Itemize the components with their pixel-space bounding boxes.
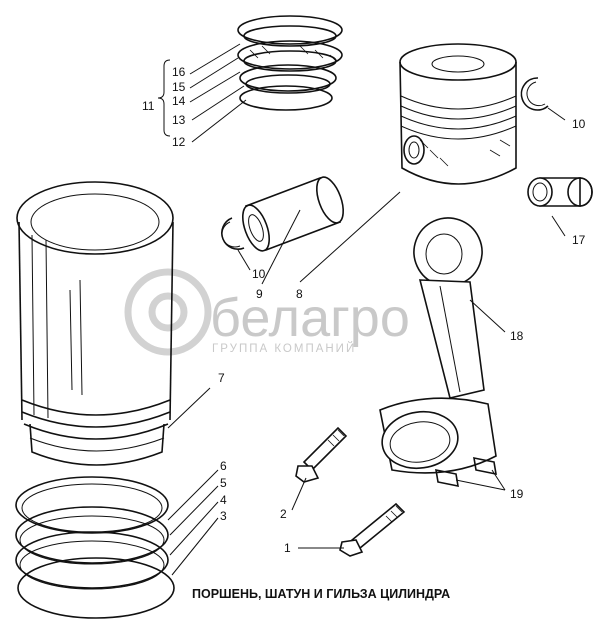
- callout-19: 19: [510, 487, 524, 501]
- callout-1: 1: [284, 541, 291, 555]
- circlip-left: [221, 217, 245, 250]
- callout-9: 9: [256, 287, 263, 301]
- connecting-rod: [379, 217, 497, 488]
- callout-10-right: 10: [572, 117, 586, 131]
- liner-sealing-rings: [15, 476, 175, 619]
- callout-12: 12: [172, 135, 186, 149]
- small-end-bushing: [527, 177, 593, 207]
- leader-lines: [167, 43, 566, 576]
- drawing-caption: ПОРШЕНЬ, ШАТУН И ГИЛЬЗА ЦИЛИНДРА: [192, 587, 450, 601]
- ring-set-bracket: [157, 59, 171, 137]
- callout-13: 13: [172, 113, 186, 127]
- watermark: белагро ГРУППА КОМПАНИЙ: [124, 268, 410, 356]
- callout-2: 2: [280, 507, 287, 521]
- piston-ring-set: [237, 15, 343, 111]
- callout-15: 15: [172, 80, 186, 94]
- callout-10-left: 10: [252, 267, 266, 281]
- callout-labels: 16 15 14 13 12 11 10 17 10 9 8 18 7 6 5 …: [142, 65, 586, 555]
- callout-14: 14: [172, 94, 186, 108]
- callout-18: 18: [510, 329, 524, 343]
- watermark-logo-icon: [124, 268, 212, 356]
- callout-3: 3: [220, 509, 227, 523]
- rod-bolt: [295, 426, 348, 483]
- callout-11: 11: [142, 99, 155, 113]
- callout-4: 4: [220, 493, 227, 507]
- watermark-brand: белагро: [210, 288, 410, 348]
- circlip-right: [520, 77, 549, 111]
- piston: [399, 43, 517, 185]
- watermark-tagline: ГРУППА КОМПАНИЙ: [212, 342, 356, 355]
- callout-17: 17: [572, 233, 586, 247]
- watermark-logo-inner-icon: [148, 292, 188, 332]
- piston-pin: [242, 176, 344, 252]
- cylinder-liner: [16, 181, 174, 466]
- main-bolt: [339, 502, 406, 557]
- callout-5: 5: [220, 476, 227, 490]
- callout-6: 6: [220, 459, 227, 473]
- callout-8: 8: [296, 287, 303, 301]
- callout-7: 7: [218, 371, 225, 385]
- callout-16: 16: [172, 65, 186, 79]
